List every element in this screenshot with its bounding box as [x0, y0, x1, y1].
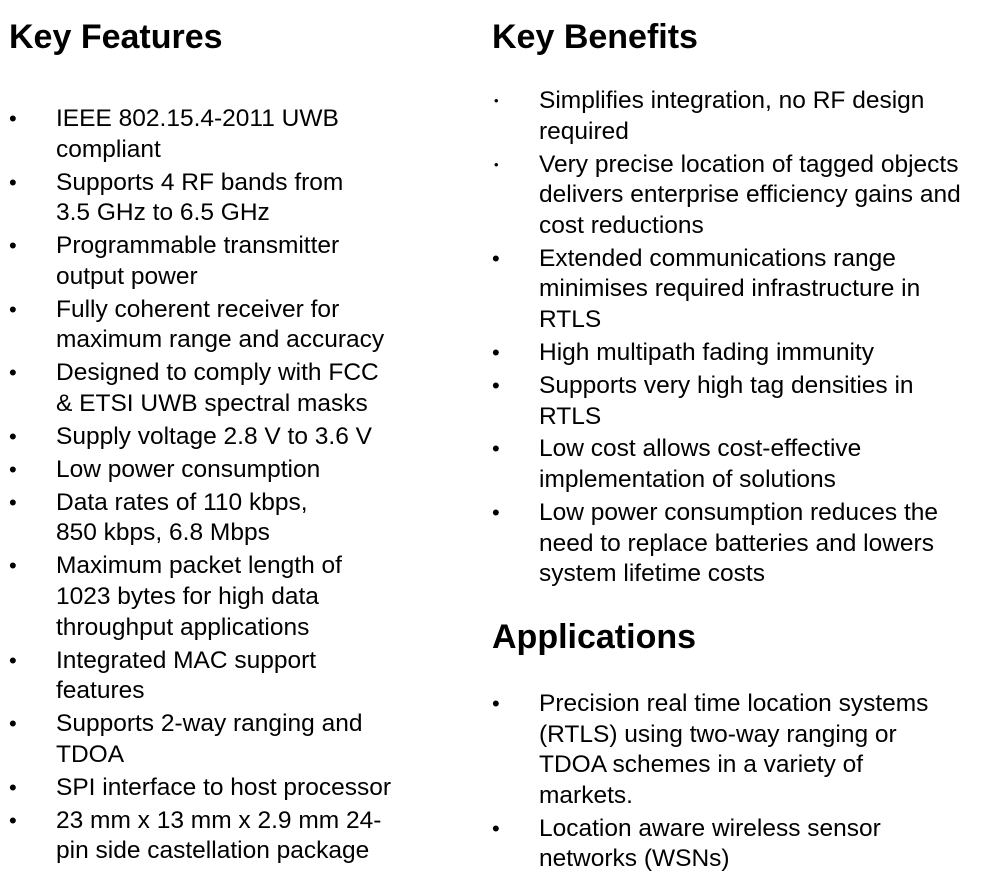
list-item-line: maximum range and accuracy [56, 326, 385, 354]
bullet-icon: • [9, 456, 17, 482]
list-item-line: pin side castellation package [56, 837, 370, 865]
list-item-line: Supply voltage 2.8 V to 3.6 V [56, 422, 372, 450]
list-item: • Designed to comply with FCC& ETSI UWB s… [9, 358, 454, 419]
list-item: • Extended communications range minimises … [492, 244, 1004, 336]
bullet-icon: • [492, 436, 500, 462]
list-item-line: output power [56, 262, 198, 290]
bullet-icon: • [492, 500, 500, 526]
list-item: • 23 mm x 13 mm x 2.9 mm 24- pin side cast… [9, 806, 454, 867]
bullet-icon: • [492, 339, 500, 365]
list-item-line: High multipath fading immunity [539, 338, 874, 366]
bullet-icon: • [492, 815, 500, 841]
list-item-line: IEEE 802.15.4-2011 UWB [56, 105, 339, 132]
list-item-line: implementation of solutions [539, 466, 836, 494]
list-item: • Simplifies integration, no RF design req… [492, 86, 1004, 147]
list-item-line: Low power consumption reduces the [539, 499, 939, 527]
list-item-line: system lifetime costs [539, 560, 765, 588]
list-item: • Integrated MAC support features [9, 646, 454, 707]
bullet-icon: • [492, 245, 500, 271]
list-item-line: TDOA schemes in a variety of [539, 751, 864, 779]
bullet-icon: • [9, 647, 17, 673]
list-item-line: RTLS [539, 402, 602, 430]
list-item-line: compliant [56, 135, 161, 163]
bullet-icon: • [9, 423, 17, 449]
list-item-line: TDOA [56, 740, 125, 768]
bullet-icon: • [494, 93, 499, 108]
applications-list: • Precision real time location systems (RT… [492, 689, 992, 877]
list-item-line: RTLS [539, 305, 602, 333]
list-item: • Maximum packet length of 1023 bytes for … [9, 551, 454, 643]
list-item: • Precision real time location systems (RT… [492, 689, 992, 811]
list-item-line: Extended communications range [539, 244, 896, 272]
list-item-line: 3.5 GHz to 6.5 GHz [56, 199, 270, 227]
list-item-line: 1023 bytes for high data [56, 583, 319, 611]
bullet-icon: • [9, 233, 17, 259]
list-item-line: (RTLS) using two-way ranging or [539, 720, 897, 748]
bullet-icon: • [9, 169, 17, 195]
list-item-line: Supports 2-way ranging and [56, 710, 363, 738]
key-features-heading: Key Features [9, 18, 223, 56]
list-item-line: Programmable transmitter [56, 232, 340, 260]
bullet-icon: • [9, 774, 17, 800]
list-item-line: Data rates of 110 kbps, [56, 488, 308, 516]
bullet-icon: • [9, 106, 17, 131]
bullet-icon: • [9, 711, 17, 737]
applications-heading: Applications [492, 618, 697, 656]
list-item: • Supports very high tag densities in RTLS [492, 371, 1004, 432]
list-item-line: delivers enterprise efficiency gains and [539, 181, 961, 209]
list-item-line: Fully coherent receiver for [56, 295, 340, 323]
list-item-line: networks (WSNs) [539, 845, 730, 873]
list-item-line: features [56, 677, 145, 705]
list-item: • Supply voltage 2.8 V to 3.6 V [9, 422, 454, 453]
key-benefits-list: • Simplifies integration, no RF design req… [492, 86, 1004, 592]
list-item: • Location aware wireless sensor networks … [492, 814, 992, 875]
list-item-line: SPI interface to host processor [56, 773, 391, 801]
list-item-line: Supports 4 RF bands from [56, 168, 344, 196]
list-item: • Data rates of 110 kbps, 850 kbps, 6.8 Mb… [9, 488, 454, 549]
list-item-line: 850 kbps, 6.8 Mbps [56, 519, 270, 547]
list-item-line: Simplifies integration, no RF design [539, 87, 925, 114]
list-item-line: markets. [539, 781, 633, 809]
bullet-icon: • [492, 372, 500, 398]
bullet-icon: • [9, 807, 17, 833]
list-item: • Fully coherent receiver for maximum rang… [9, 295, 454, 356]
list-item-line: cost reductions [539, 211, 704, 239]
list-item-line: Maximum packet length of [56, 552, 342, 580]
list-item-line: need to replace batteries and lowers [539, 529, 934, 557]
key-benefits-heading: Key Benefits [492, 18, 698, 56]
list-item-line: & ETSI UWB spectral masks [56, 389, 368, 417]
list-item-line: minimises required infrastructure in [539, 275, 921, 303]
bullet-icon: • [494, 156, 499, 172]
list-item-line: Designed to comply with FCC [56, 359, 379, 387]
list-item-line: 23 mm x 13 mm x 2.9 mm 24- [56, 806, 382, 834]
list-item: • IEEE 802.15.4-2011 UWB compliant [9, 104, 454, 165]
list-item-line: required [539, 117, 629, 145]
list-item: • Very precise location of tagged objects… [492, 150, 1004, 242]
bullet-icon: • [9, 489, 17, 515]
list-item: • Supports 4 RF bands from 3.5 GHz to 6.5 … [9, 168, 454, 229]
list-item: • Low power consumption [9, 455, 454, 486]
list-item: • SPI interface to host processor [9, 773, 454, 804]
list-item-line: Very precise location of tagged objects [539, 150, 959, 178]
list-item: • Low cost allows cost-effective implement… [492, 434, 1004, 495]
bullet-icon: • [492, 691, 500, 716]
key-features-list: • IEEE 802.15.4-2011 UWB compliant • Support… [9, 104, 454, 869]
list-item-line: throughput applications [56, 613, 310, 641]
list-item-line: Location aware wireless sensor [539, 814, 881, 842]
list-item-line: Integrated MAC support [56, 646, 317, 674]
list-item-line: Supports very high tag densities in [539, 371, 914, 399]
bullet-icon: • [9, 360, 17, 386]
list-item-line: Precision real time location systems [539, 690, 929, 717]
bullet-icon: • [9, 296, 17, 322]
list-item-line: Low cost allows cost-effective [539, 435, 862, 463]
list-item: • High multipath fading immunity [492, 338, 1004, 369]
bullet-icon: • [9, 553, 17, 579]
list-item-line: Low power consumption [56, 455, 321, 483]
